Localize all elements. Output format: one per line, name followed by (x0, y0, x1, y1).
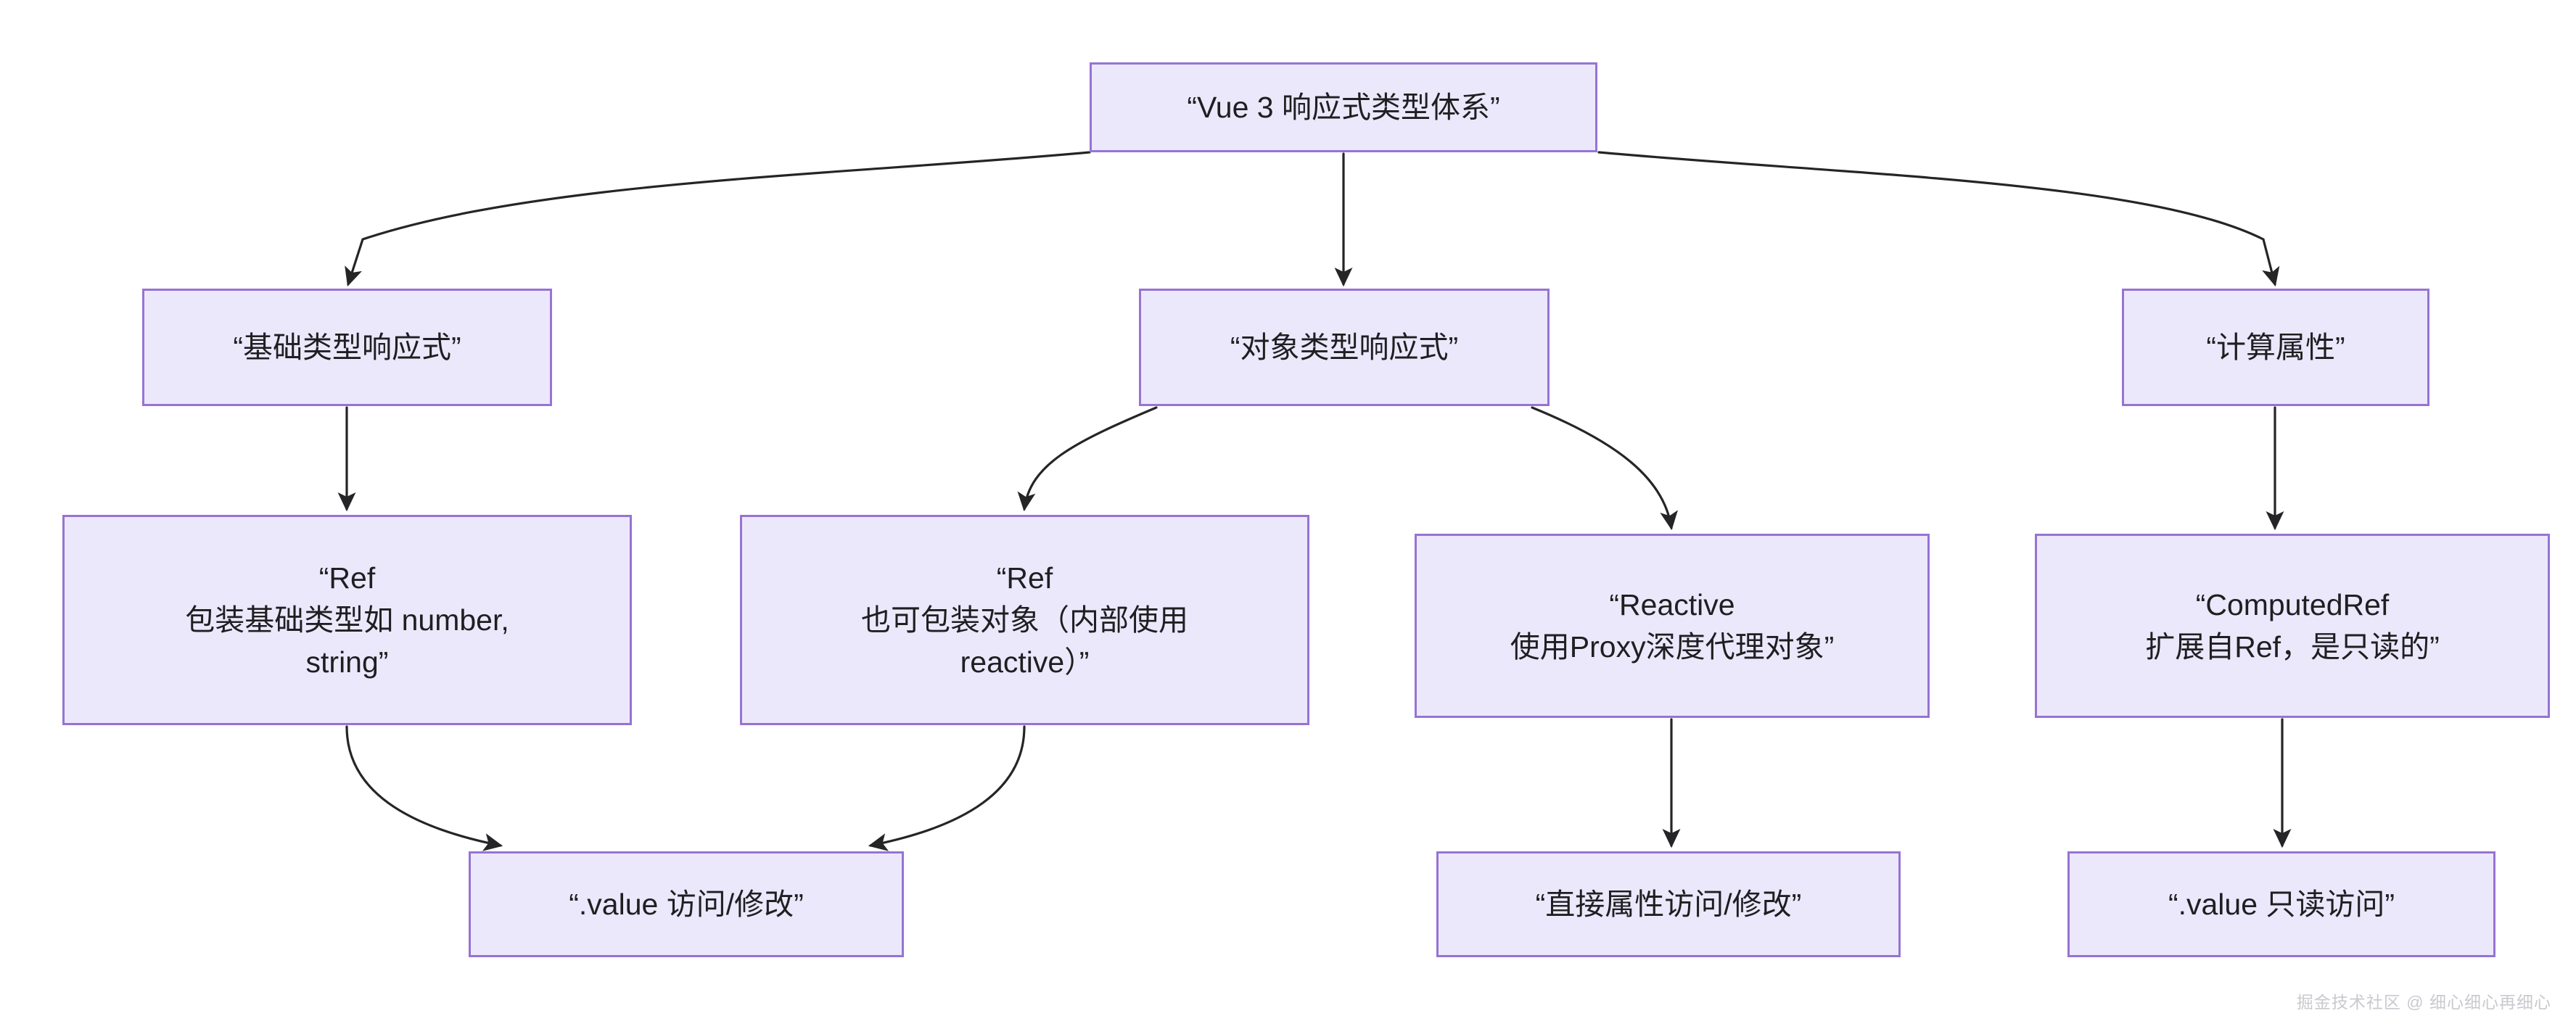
node-value-access[interactable]: “.value 访问/修改” (469, 851, 904, 957)
node-label-computed: “计算属性” (2206, 330, 2345, 364)
edge-object-to-reactive (1531, 406, 1678, 531)
edge-root-to-primitive (345, 151, 1091, 287)
node-readonly-access[interactable]: “.value 只读访问” (2067, 851, 2495, 957)
node-label-primitive: “基础类型响应式” (233, 330, 461, 364)
node-label-ref-object: “Ref 也可包装对象（内部使用 reactive）” (861, 561, 1188, 679)
node-label-readonly-access: “.value 只读访问” (2168, 887, 2395, 921)
node-primitive[interactable]: “基础类型响应式” (142, 289, 552, 406)
node-root[interactable]: “Vue 3 响应式类型体系” (1090, 62, 1597, 152)
node-label-object: “对象类型响应式” (1230, 330, 1459, 364)
node-label-ref-primitive: “Ref 包装基础类型如 number, string” (185, 561, 509, 679)
edge-ref-primitive-to-value-access (345, 725, 503, 851)
edge-ref-object-to-value-access (868, 725, 1026, 851)
node-object[interactable]: “对象类型响应式” (1139, 289, 1550, 406)
node-direct-access[interactable]: “直接属性访问/修改” (1436, 851, 1901, 957)
watermark: 掘金技术社区 @ 细心细心再细心 (2296, 993, 2551, 1012)
node-label-reactive: “Reactive 使用Proxy深度代理对象” (1510, 587, 1835, 664)
node-ref-object[interactable]: “Ref 也可包装对象（内部使用 reactive）” (740, 515, 1309, 725)
node-ref-primitive[interactable]: “Ref 包装基础类型如 number, string” (62, 515, 632, 725)
node-label-direct-access: “直接属性访问/修改” (1535, 887, 1802, 921)
node-label-computed-ref: “ComputedRef 扩展自Ref，是只读的” (2145, 587, 2440, 664)
edge-object-to-ref-object (1017, 406, 1158, 512)
node-label-value-access: “.value 访问/修改” (569, 887, 804, 921)
edge-root-to-computed (1597, 151, 2280, 287)
node-label-root: “Vue 3 响应式类型体系” (1187, 90, 1500, 124)
node-reactive[interactable]: “Reactive 使用Proxy深度代理对象” (1415, 534, 1930, 718)
node-computed-ref[interactable]: “ComputedRef 扩展自Ref，是只读的” (2035, 534, 2550, 718)
node-computed[interactable]: “计算属性” (2122, 289, 2429, 406)
